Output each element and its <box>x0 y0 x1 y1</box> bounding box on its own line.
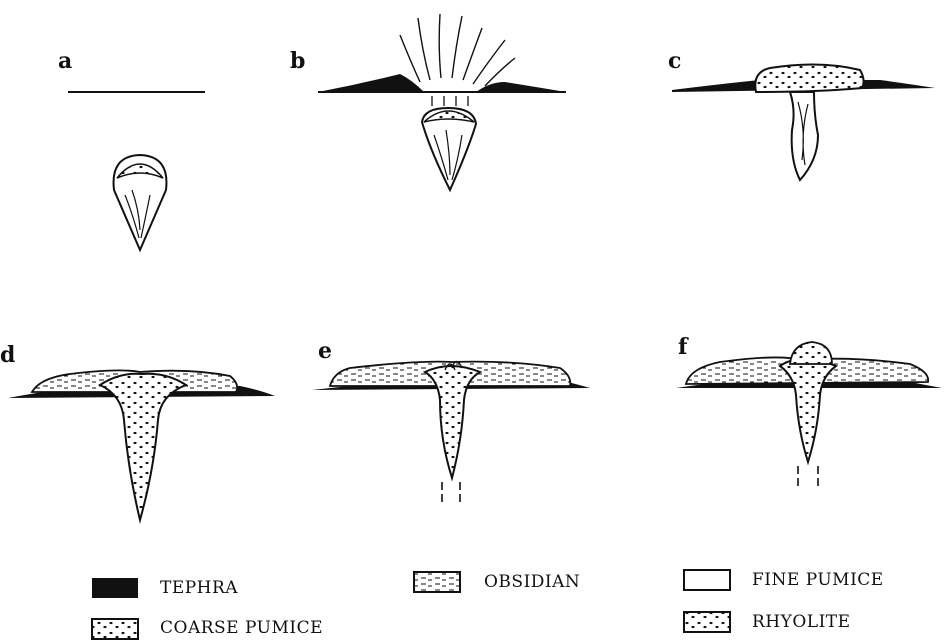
panel-label-a: a <box>58 50 72 72</box>
legend-swatch-fine-pumice <box>684 570 730 590</box>
tephra-layer-left <box>318 74 424 92</box>
deep-conduit-dashes <box>798 466 818 486</box>
tephra-layer-right <box>476 82 566 92</box>
vent-dome <box>790 342 832 364</box>
rhyolite-conduit <box>780 359 836 462</box>
legend-swatch-obsidian <box>414 572 460 592</box>
panel-f <box>676 342 942 486</box>
legend-swatch-coarse-pumice <box>92 619 138 639</box>
legend-label-coarse-pumice: COARSE PUMICE <box>160 620 323 637</box>
panel-d <box>8 370 275 520</box>
conduit-body <box>790 92 818 180</box>
legend-label-rhyolite: RHYOLITE <box>752 614 851 631</box>
panel-label-e: e <box>318 340 332 362</box>
conduit-dashes <box>432 96 468 106</box>
legend-label-fine-pumice: FINE PUMICE <box>752 572 884 589</box>
legend-swatch-tephra <box>92 578 138 598</box>
legend-label-obsidian: OBSIDIAN <box>484 574 580 591</box>
panel-label-f: f <box>678 336 687 358</box>
panel-label-d: d <box>0 344 15 366</box>
coarse-pumice-dome <box>755 64 863 92</box>
panel-b <box>318 14 566 190</box>
legend-label-tephra: TEPHRA <box>160 580 238 597</box>
panel-c <box>672 64 935 180</box>
panel-e <box>312 362 590 503</box>
panel-a <box>68 92 205 250</box>
eruption-plume <box>400 14 515 86</box>
legend-swatch-rhyolite <box>684 612 730 632</box>
deep-conduit-dashes <box>442 482 460 502</box>
panel-label-b: b <box>290 50 305 72</box>
panel-label-c: c <box>668 50 681 72</box>
